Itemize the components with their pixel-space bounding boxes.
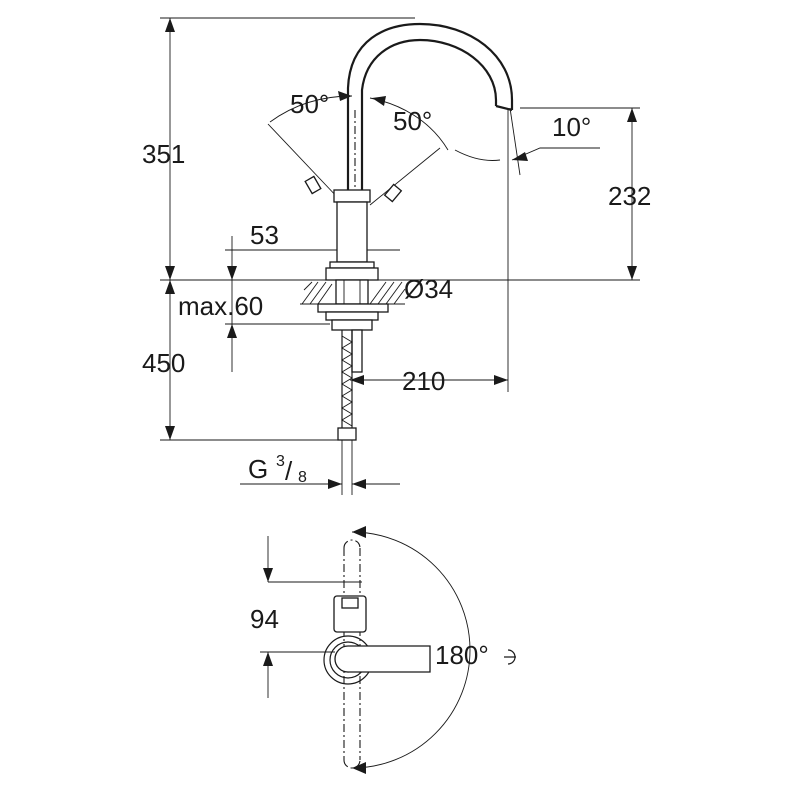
mounting-plate <box>317 303 389 313</box>
spout-inner-curve <box>360 38 498 190</box>
side-view: 351 232 53 50° 50° 10° Ø34 max.60 450 21… <box>142 17 651 495</box>
ghost-spout-ends <box>343 539 361 769</box>
label-spout-angle: 10° <box>552 112 591 142</box>
spout-angle-guide <box>509 107 521 176</box>
label-swivel-left: 50° <box>290 89 329 119</box>
label-base-diameter: Ø34 <box>404 274 453 304</box>
label-thread-numerator: 3 <box>276 453 285 470</box>
braided-hose <box>341 330 353 428</box>
label-lever-clearance: 94 <box>250 604 279 634</box>
label-thread-slash: / <box>285 456 293 486</box>
mounting-nut <box>325 311 379 321</box>
arrow-50-right <box>372 96 386 106</box>
arrow-rotation-top <box>352 526 366 538</box>
label-rotation: 180° <box>435 640 489 670</box>
arrow-50-left <box>338 91 352 101</box>
mounting-shank <box>335 279 369 305</box>
rotation-arc <box>351 531 471 769</box>
arrow-thread-left <box>328 479 342 489</box>
lever-handle-tip <box>341 597 359 609</box>
body-collar <box>329 261 375 269</box>
arrow-53 <box>227 266 237 280</box>
arrow-351-bottom <box>165 266 175 280</box>
arrow-rotation-bottom <box>352 762 366 774</box>
swivel-right-guide <box>369 147 441 206</box>
faucet-body <box>336 201 368 263</box>
spout-outer-curve <box>346 22 514 190</box>
label-hose-length: 450 <box>142 348 185 378</box>
label-base-height: 53 <box>250 220 279 250</box>
return-arrow-icon <box>504 649 516 665</box>
label-overall-height: 351 <box>142 139 185 169</box>
spout-angle-arc <box>454 149 501 161</box>
lever-ghost-right <box>383 183 403 203</box>
spout-top-view <box>334 645 431 673</box>
spout-outlet <box>495 104 513 112</box>
arrow-210-right <box>494 375 508 385</box>
top-view: 94 180° <box>250 526 516 774</box>
fixing-stud <box>331 319 373 331</box>
right-connector <box>351 329 363 373</box>
arrow-94-bottom <box>263 652 273 666</box>
arrow-94-top <box>263 568 273 582</box>
arrow-450-top <box>165 280 175 294</box>
hose-end-fitting <box>337 427 357 441</box>
label-swivel-right: 50° <box>393 106 432 136</box>
arrow-max60 <box>227 324 237 338</box>
lever-ghost-left <box>304 175 322 195</box>
label-thread-g: G <box>248 454 268 484</box>
arrow-10 <box>512 152 528 161</box>
label-spout-height: 232 <box>608 181 651 211</box>
arrow-210-left <box>350 375 364 385</box>
swivel-left-guide <box>267 123 341 201</box>
arrow-232-top <box>627 108 637 122</box>
arrow-thread-right <box>352 479 366 489</box>
label-thread-denominator: 8 <box>298 469 307 486</box>
arrow-232-bottom <box>627 266 637 280</box>
countertop-section-right <box>368 279 406 305</box>
arrow-351-top <box>165 18 175 32</box>
ghost-spout-sides <box>343 548 361 760</box>
label-spout-reach: 210 <box>402 366 445 396</box>
label-counter-thickness: max.60 <box>178 291 263 321</box>
countertop-section-left <box>300 279 333 305</box>
faucet-base <box>325 267 379 281</box>
arrow-450-bottom <box>165 426 175 440</box>
handle-cap <box>333 189 371 203</box>
